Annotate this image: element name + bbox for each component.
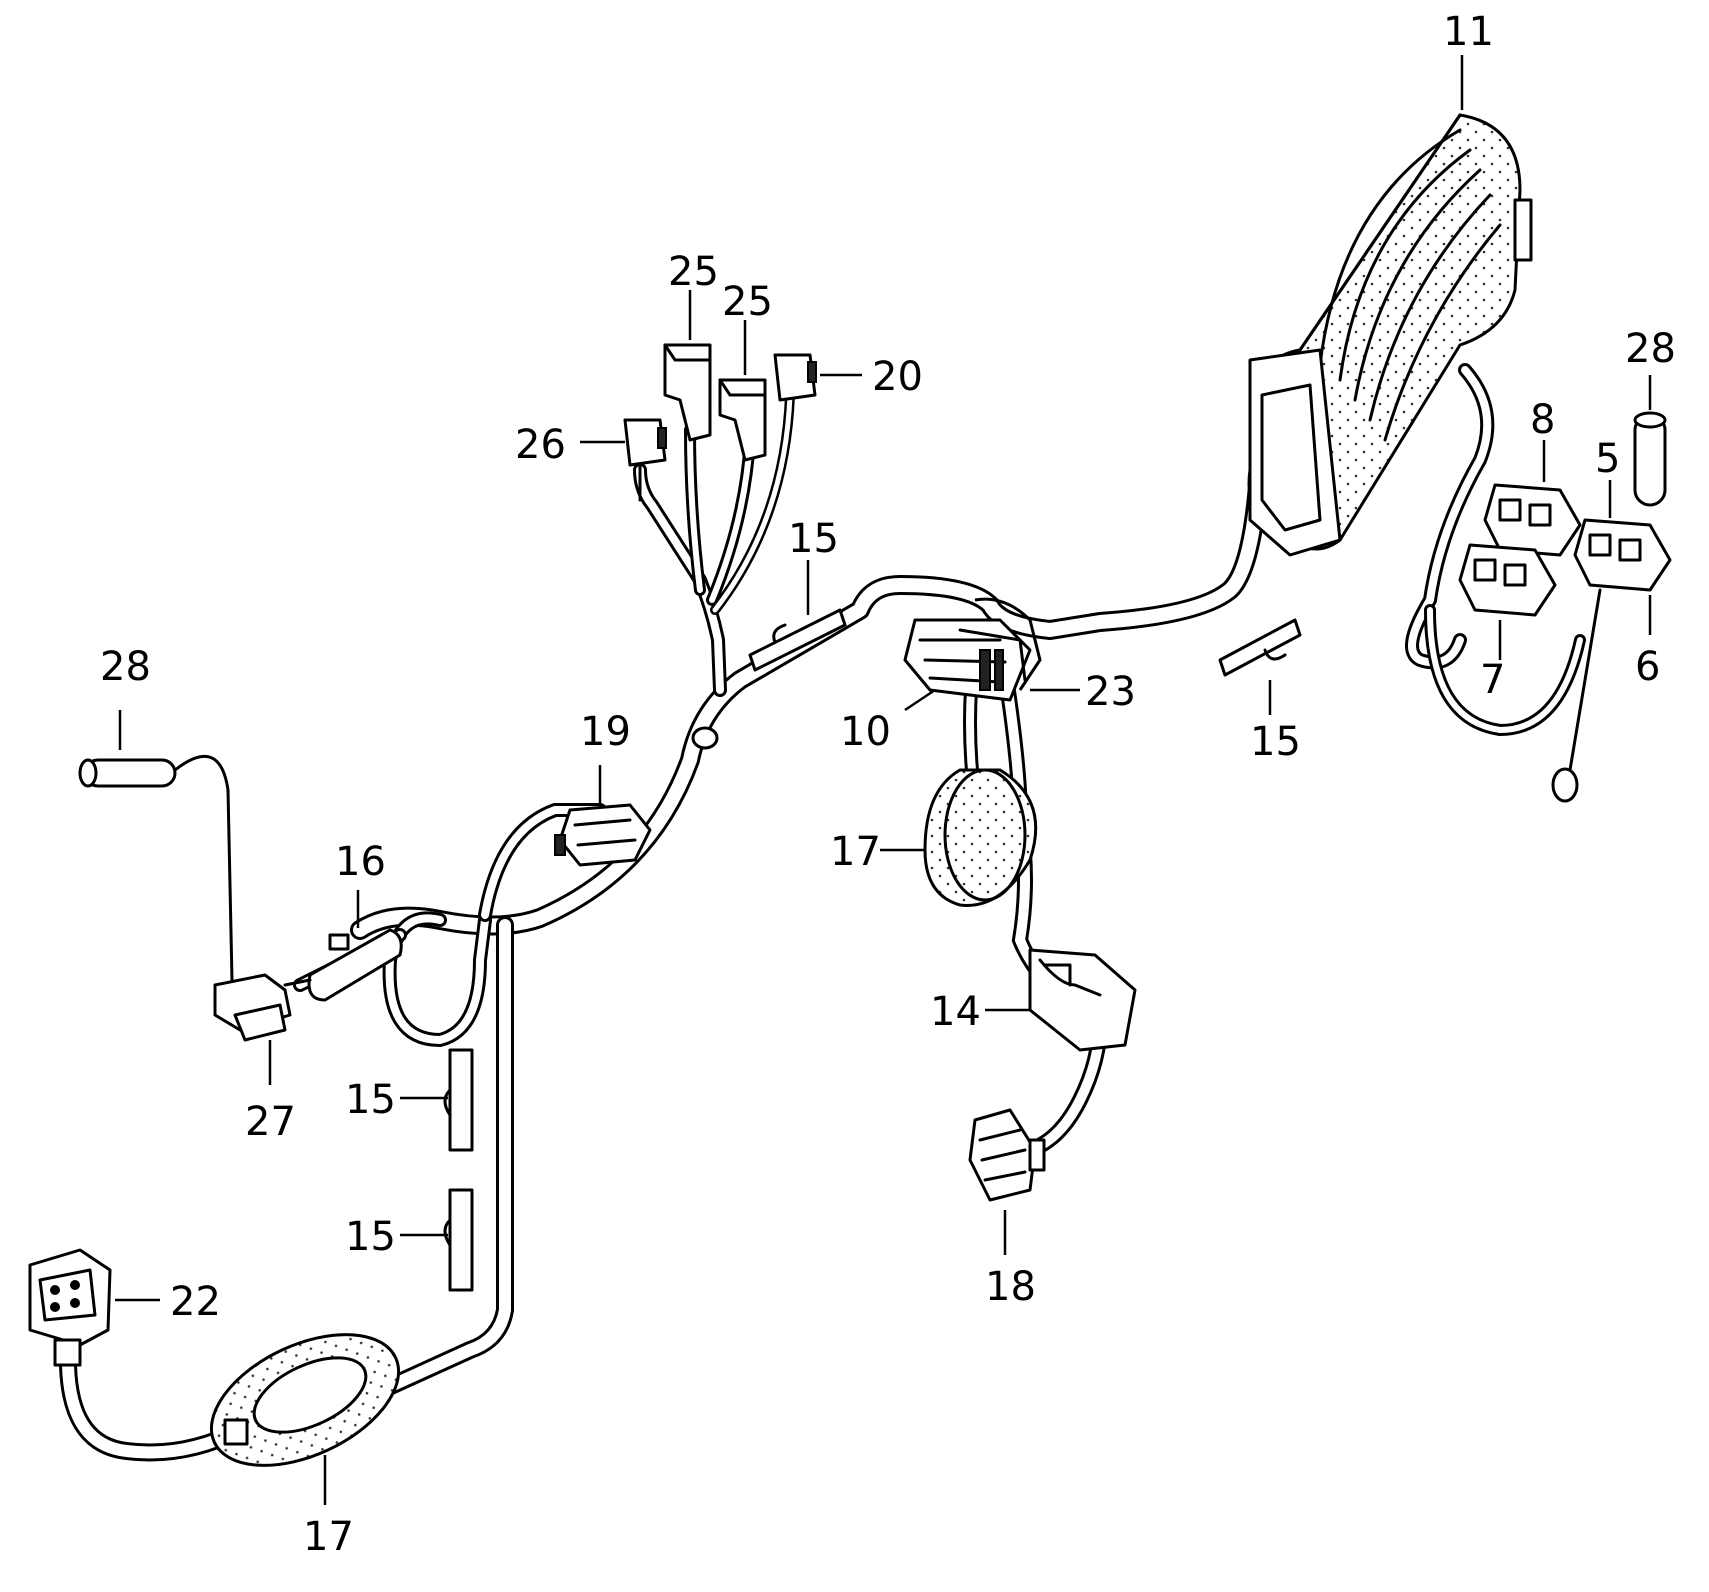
callout-6: 6 [1635, 644, 1660, 690]
callout-17-lower: 17 [303, 1514, 354, 1560]
callout-26: 26 [515, 422, 566, 468]
connector-25-right [718, 378, 767, 462]
callout-23: 23 [1085, 669, 1136, 715]
callout-7: 7 [1480, 657, 1505, 703]
callout-5: 5 [1595, 436, 1620, 482]
connector-26 [623, 418, 667, 502]
clip-15-top [748, 608, 847, 672]
callout-28-right: 28 [1625, 326, 1676, 372]
sleeve-28-right [1633, 411, 1667, 507]
callout-8: 8 [1530, 397, 1555, 443]
callout-15-right: 15 [1250, 719, 1301, 765]
sleeve-28-left [78, 754, 234, 982]
callout-11: 11 [1443, 9, 1494, 55]
callout-19: 19 [580, 709, 631, 755]
callout-25-left: 25 [668, 249, 719, 295]
connector-10 [903, 597, 1042, 702]
clip-15-right [1218, 618, 1302, 677]
callout-15-mid-left: 15 [345, 1077, 396, 1123]
callout-labels: 11 25 25 20 26 28 8 5 15 23 10 7 6 15 28… [100, 9, 1676, 1560]
connector-18 [968, 1108, 1046, 1202]
callout-27: 27 [245, 1099, 296, 1145]
connector-19 [554, 803, 652, 867]
clip-15-mid-left [443, 1048, 474, 1152]
callout-14: 14 [930, 989, 981, 1035]
connector-7 [1458, 543, 1557, 617]
connector-8 [1483, 483, 1582, 557]
sleeve-16 [307, 928, 403, 1002]
callout-17-center: 17 [830, 829, 881, 875]
rubber-boot-11 [1247, 113, 1533, 557]
grommet-17-lower [209, 1333, 401, 1467]
callout-15-lower-left: 15 [345, 1214, 396, 1260]
connector-20 [773, 353, 817, 402]
clip-14 [1028, 948, 1137, 1052]
connector-25-left [663, 343, 712, 442]
connector-27 [213, 973, 312, 1042]
leader-lines [115, 55, 1652, 1505]
callout-18: 18 [985, 1264, 1036, 1310]
connector-5-6 [1551, 518, 1672, 803]
callout-10: 10 [840, 709, 891, 755]
connector-22 [28, 1248, 112, 1367]
grommet-17-center [923, 768, 1038, 907]
clip-15-lower-left [443, 1188, 474, 1292]
callout-22: 22 [170, 1279, 221, 1325]
callout-16: 16 [335, 839, 386, 885]
callout-28-left: 28 [100, 644, 151, 690]
callout-15-top: 15 [788, 516, 839, 562]
callout-25-right: 25 [722, 279, 773, 325]
callout-20: 20 [872, 354, 923, 400]
